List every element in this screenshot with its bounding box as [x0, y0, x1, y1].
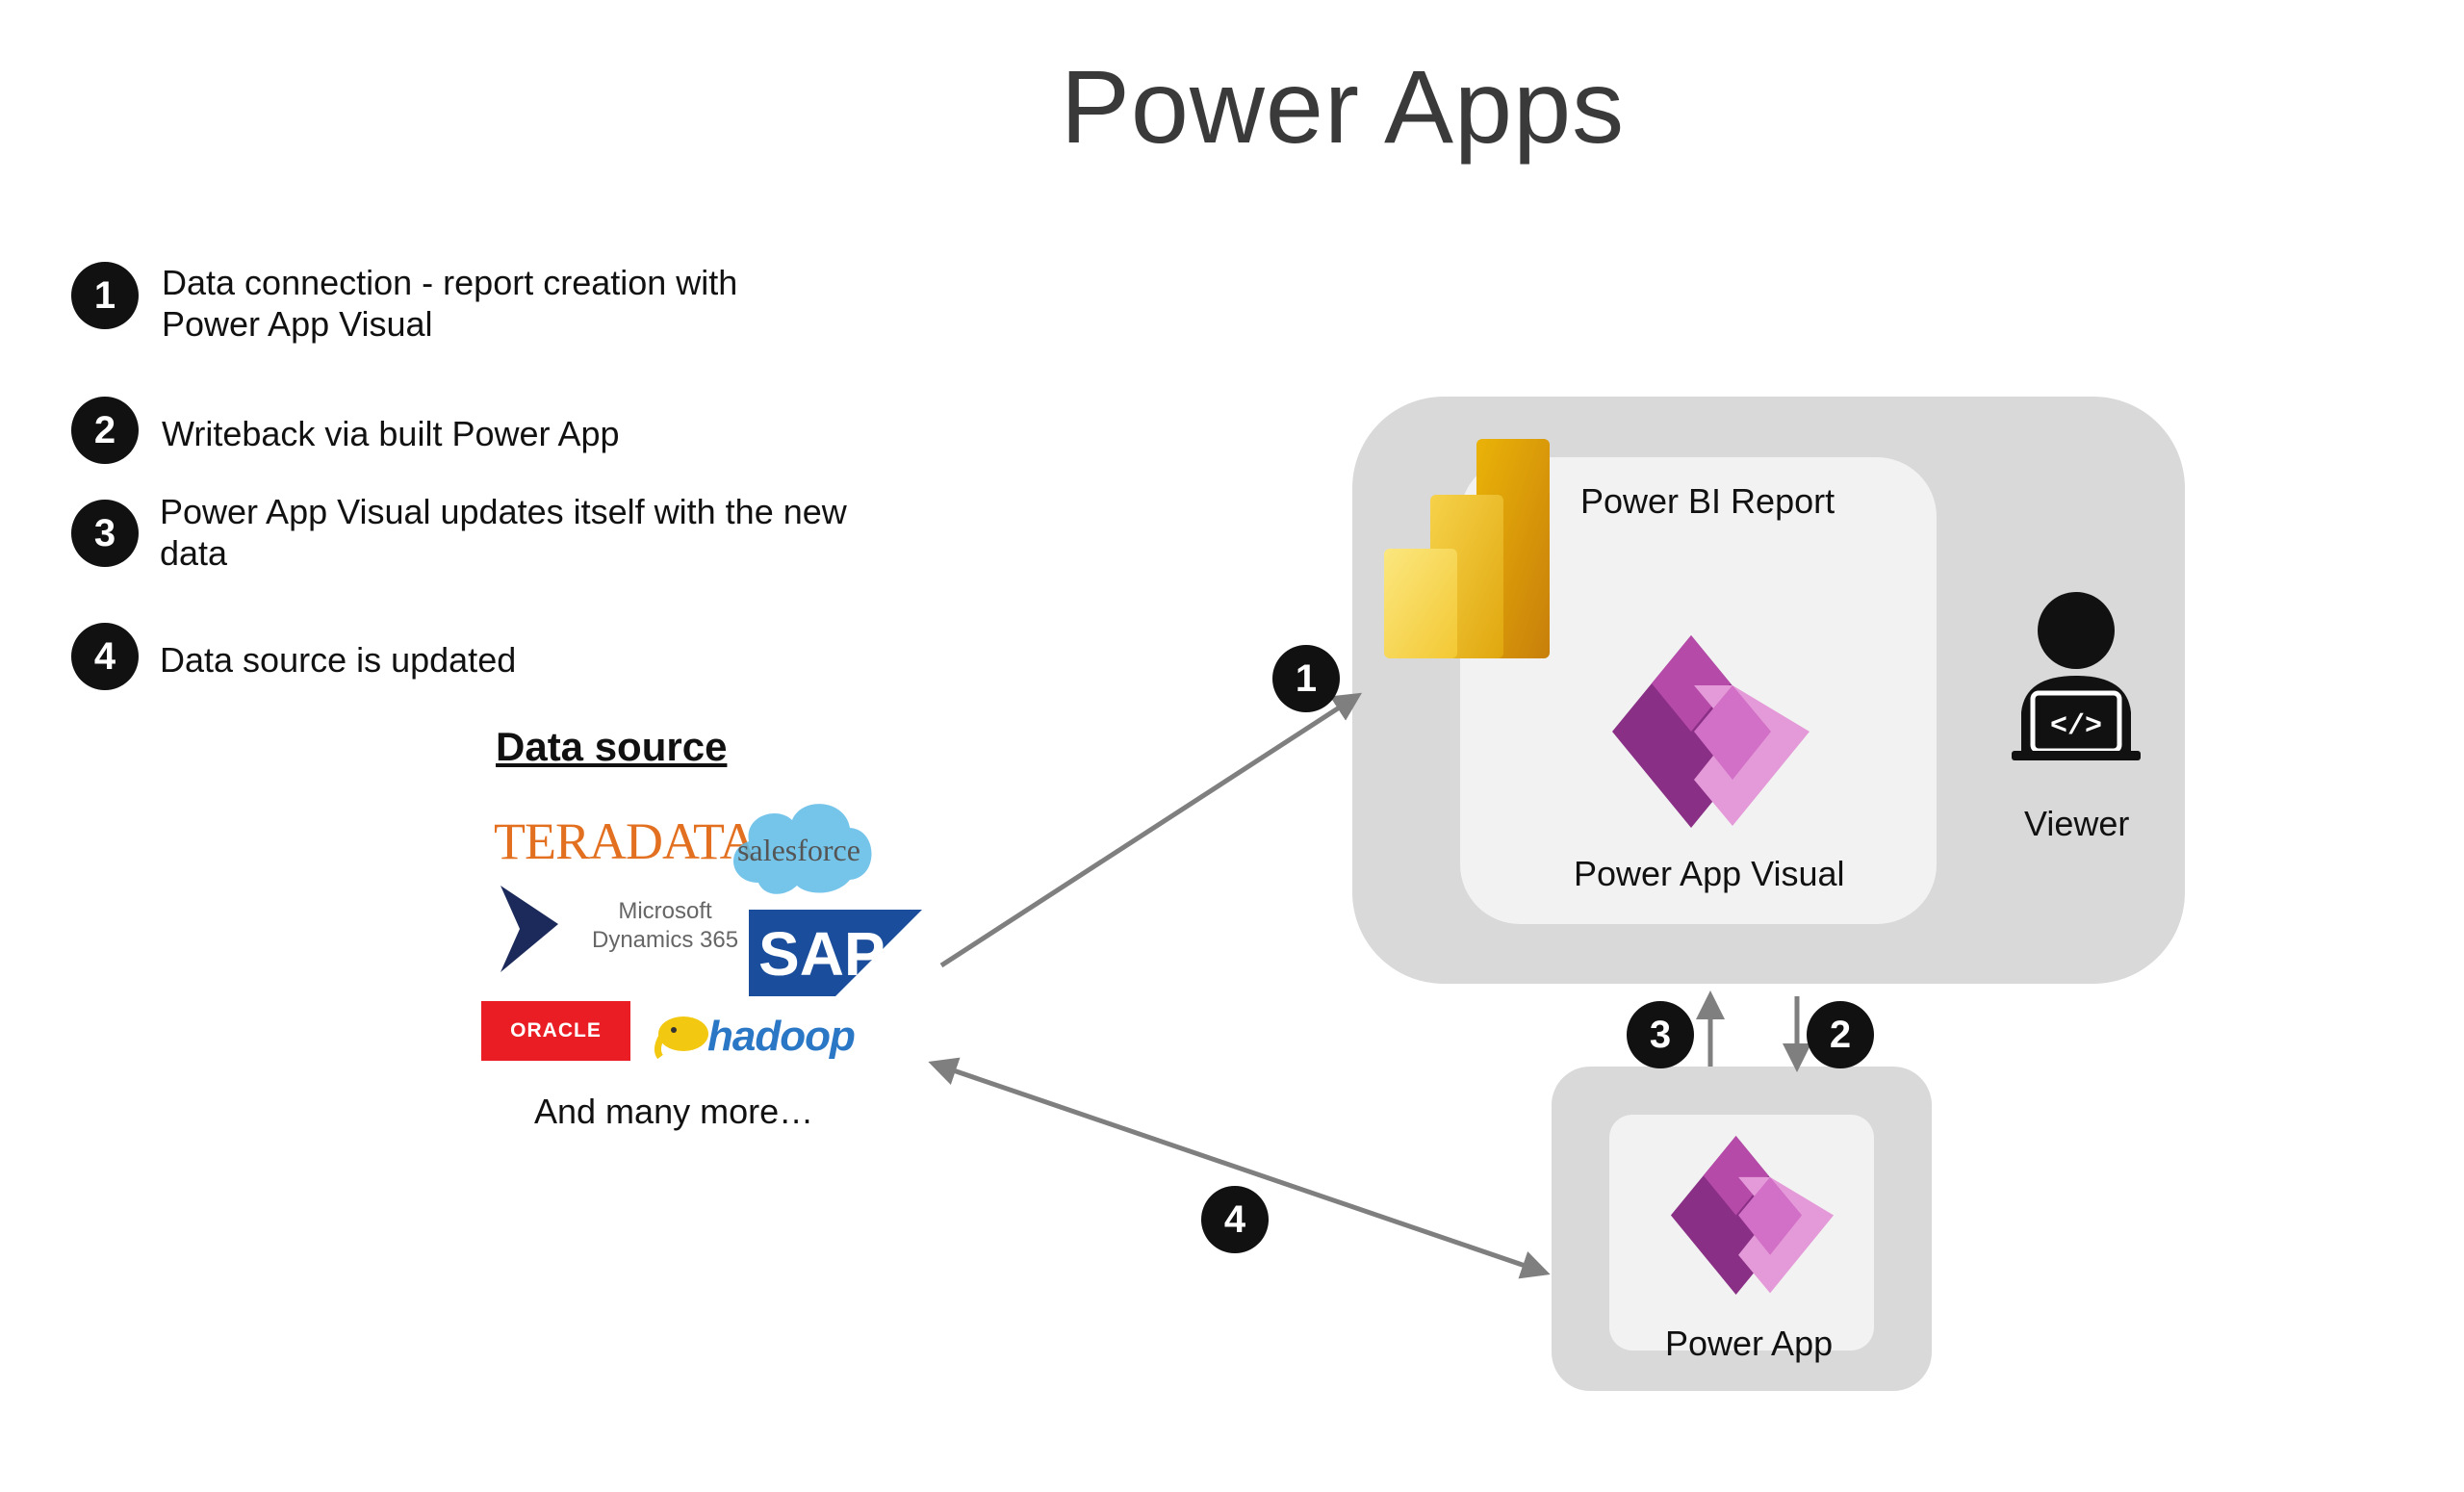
- step-1-line-1: Data connection - report creation with: [162, 263, 738, 302]
- flow-badge-4: 4: [1201, 1186, 1269, 1253]
- data-source-title: Data source: [496, 724, 728, 769]
- dynamics-line-1: Microsoft: [618, 898, 712, 924]
- dynamics-logo-text: Microsoft Dynamics 365: [592, 897, 738, 955]
- step-badge-1: 1: [71, 262, 139, 329]
- step-badge-2: 2: [71, 397, 139, 464]
- salesforce-cloud-icon: salesforce: [732, 804, 872, 894]
- power-app-label: Power App: [1665, 1324, 1834, 1363]
- flow-badge-2: 2: [1807, 1001, 1874, 1068]
- powerbi-icon: [1384, 439, 1550, 658]
- sap-logo-text: SAP: [758, 919, 886, 989]
- svg-text:</>: </>: [2050, 710, 2102, 743]
- flow-badge-1: 1: [1272, 645, 1340, 712]
- step-text-4: Data source is updated: [160, 640, 517, 680]
- step-3-line-1: Power App Visual updates itself with the…: [160, 492, 847, 531]
- powerapps-icon: [1670, 1136, 1835, 1295]
- flow-badge-3: 3: [1627, 1001, 1694, 1068]
- step-3-line-2: data: [160, 533, 228, 573]
- page-title: Power Apps: [1060, 48, 1626, 165]
- viewer-label: Viewer: [2024, 804, 2130, 843]
- hadoop-elephant-icon: [654, 1016, 708, 1060]
- step-text-1: Data connection - report creation with P…: [162, 262, 737, 345]
- salesforce-logo-text: salesforce: [737, 833, 860, 867]
- power-bi-report-label: Power BI Report: [1580, 481, 1835, 521]
- dynamics-icon: [500, 886, 558, 972]
- viewer-developer-icon: </>: [2012, 592, 2141, 760]
- dynamics-line-2: Dynamics 365: [592, 927, 739, 953]
- oracle-logo: ORACLE: [481, 1001, 630, 1061]
- sap-logo: SAP: [749, 910, 922, 996]
- arrow-data-connection: [939, 692, 1363, 968]
- powerapps-icon: [1612, 635, 1810, 828]
- step-text-2: Writeback via built Power App: [162, 414, 620, 453]
- step-badge-3: 3: [71, 500, 139, 567]
- teradata-logo: TERADATA: [494, 812, 757, 870]
- step-text-3: Power App Visual updates itself with the…: [160, 491, 847, 574]
- hadoop-logo: hadoop: [707, 1013, 856, 1060]
- step-badge-4: 4: [71, 623, 139, 690]
- power-app-visual-label: Power App Visual: [1574, 854, 1845, 893]
- step-1-line-2: Power App Visual: [162, 304, 433, 344]
- data-source-more: And many more…: [534, 1092, 814, 1131]
